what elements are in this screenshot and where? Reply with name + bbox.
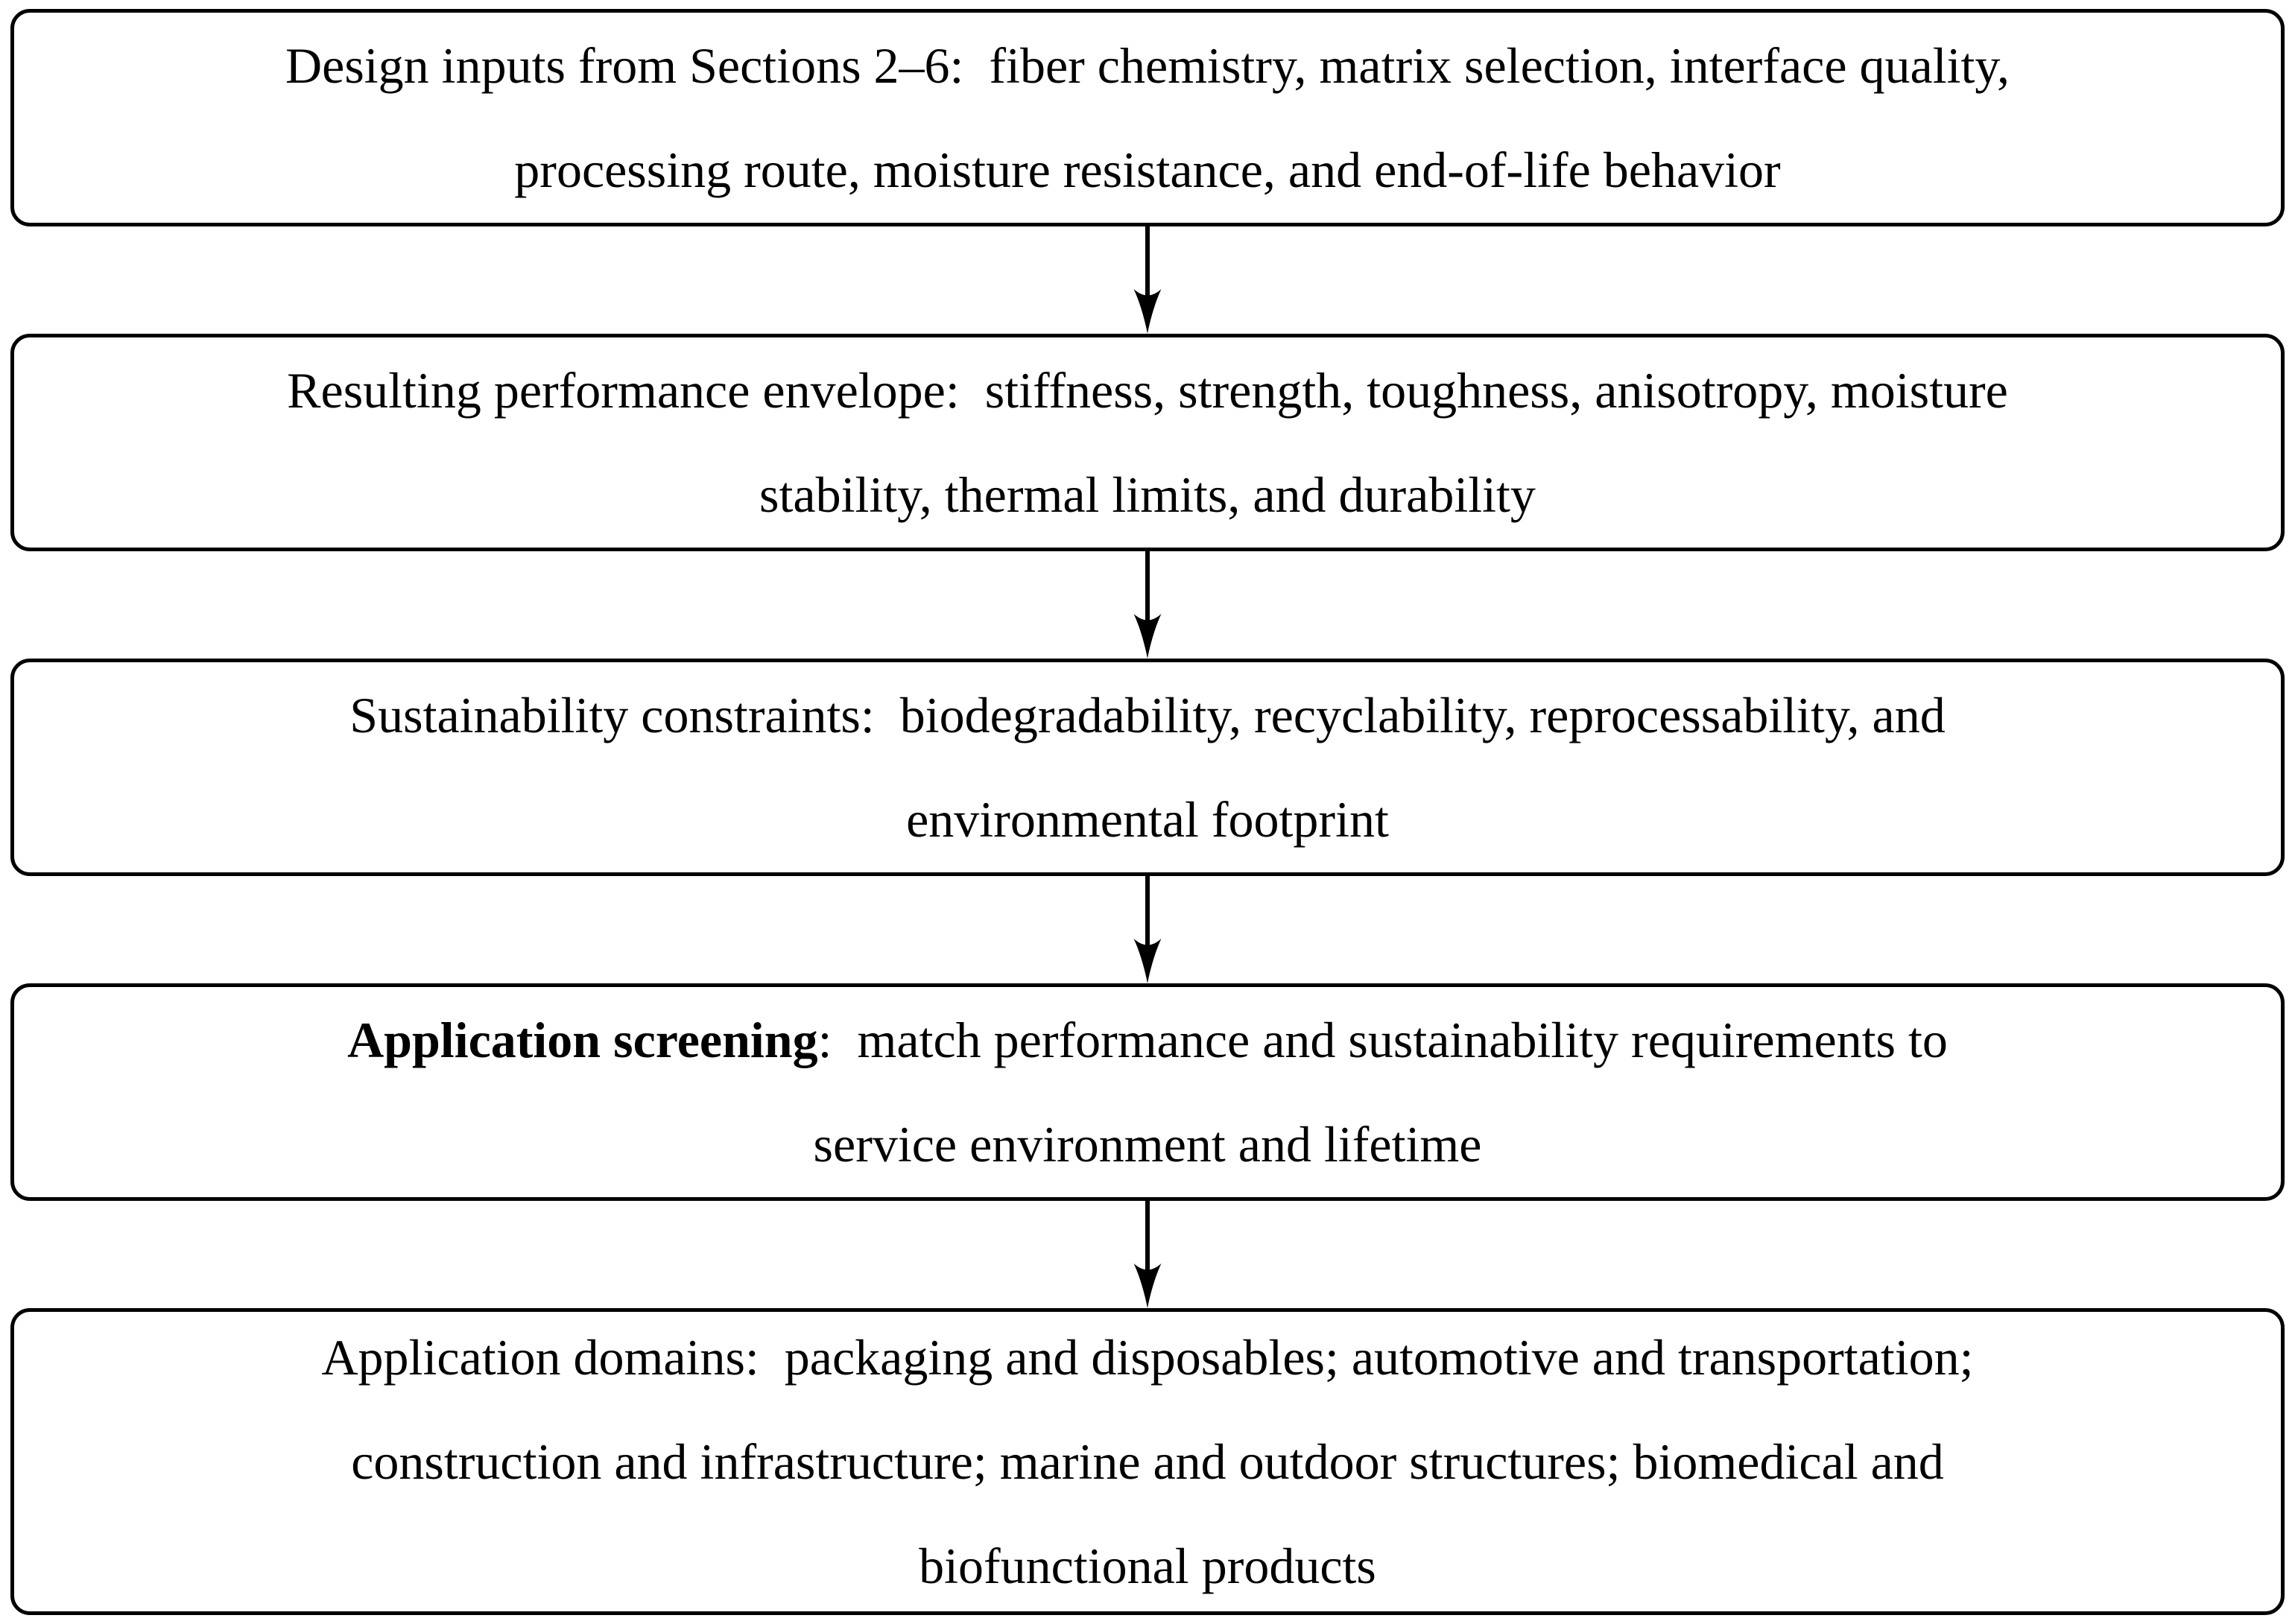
box-text-line: service environment and lifetime bbox=[813, 1116, 1482, 1173]
flow-box-application-domains: Application domains: packaging and dispo… bbox=[10, 1308, 2285, 1615]
box-text-rest: : match performance and sustainability r… bbox=[817, 1012, 1948, 1068]
down-arrow-icon bbox=[1133, 876, 1162, 983]
box-text-line: construction and infrastructure; marine … bbox=[351, 1433, 1944, 1490]
box-text-line: Application screening: match performance… bbox=[347, 988, 1948, 1092]
box-text-line: processing route, moisture resistance, a… bbox=[514, 142, 1781, 198]
down-arrow-icon bbox=[1133, 226, 1162, 334]
down-arrow-icon bbox=[1133, 551, 1162, 659]
flow-box-design-inputs: Design inputs from Sections 2–6: fiber c… bbox=[10, 9, 2285, 226]
flow-box-application-screening: Application screening: match performance… bbox=[10, 983, 2285, 1201]
box-text-line: environmental footprint bbox=[906, 791, 1389, 848]
bold-lead-text: Application screening bbox=[347, 1012, 818, 1068]
box-text-line: Sustainability constraints: biodegradabi… bbox=[349, 687, 1946, 743]
down-arrow-icon bbox=[1133, 1201, 1162, 1308]
box-text-line: stability, thermal limits, and durabilit… bbox=[759, 466, 1536, 523]
box-text-line: Resulting performance envelope: stiffnes… bbox=[287, 362, 2008, 419]
box-text-line: Design inputs from Sections 2–6: fiber c… bbox=[285, 37, 2010, 94]
box-text-line: biofunctional products bbox=[919, 1538, 1376, 1594]
flow-box-sustainability-constraints: Sustainability constraints: biodegradabi… bbox=[10, 659, 2285, 876]
flow-box-performance-envelope: Resulting performance envelope: stiffnes… bbox=[10, 334, 2285, 551]
box-text-line: Application domains: packaging and dispo… bbox=[321, 1329, 1974, 1386]
